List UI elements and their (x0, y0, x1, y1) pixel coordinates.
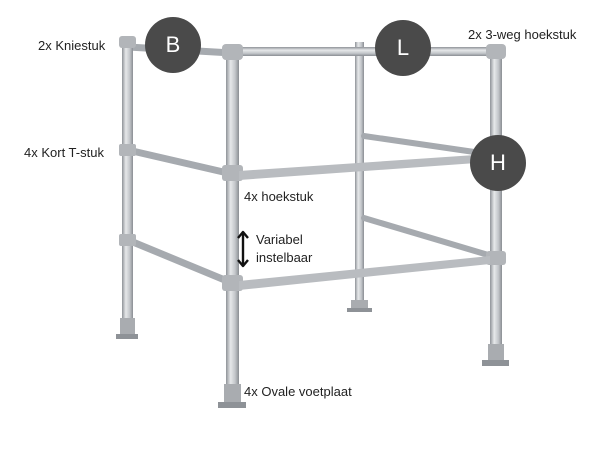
label-ovale-voetplaat: 4x Ovale voetplaat (244, 384, 352, 399)
badge-l: L (375, 20, 431, 76)
label-variabel: Variabel (256, 232, 303, 247)
side-rails-left (124, 43, 236, 287)
label-hoekstuk: 4x hoekstuk (244, 189, 314, 204)
front-post-left (218, 44, 246, 408)
top-rail-back (232, 47, 500, 56)
label-kniestuk: 2x Kniestuk (38, 38, 106, 53)
left-post (116, 36, 138, 339)
front-rails (239, 154, 490, 290)
front-post-right (482, 44, 509, 366)
back-posts (347, 42, 372, 312)
label-instelbaar: instelbaar (256, 250, 313, 265)
label-3-weg-hoekstuk: 2x 3-weg hoekstuk (468, 27, 577, 42)
label-variabel-instelbaar: Variabel instelbaar (256, 231, 312, 267)
badge-h: H (470, 135, 526, 191)
label-kort-t-stuk: 4x Kort T-stuk (24, 145, 104, 160)
double-arrow-vertical-icon (237, 230, 249, 268)
badge-b: B (145, 17, 201, 73)
